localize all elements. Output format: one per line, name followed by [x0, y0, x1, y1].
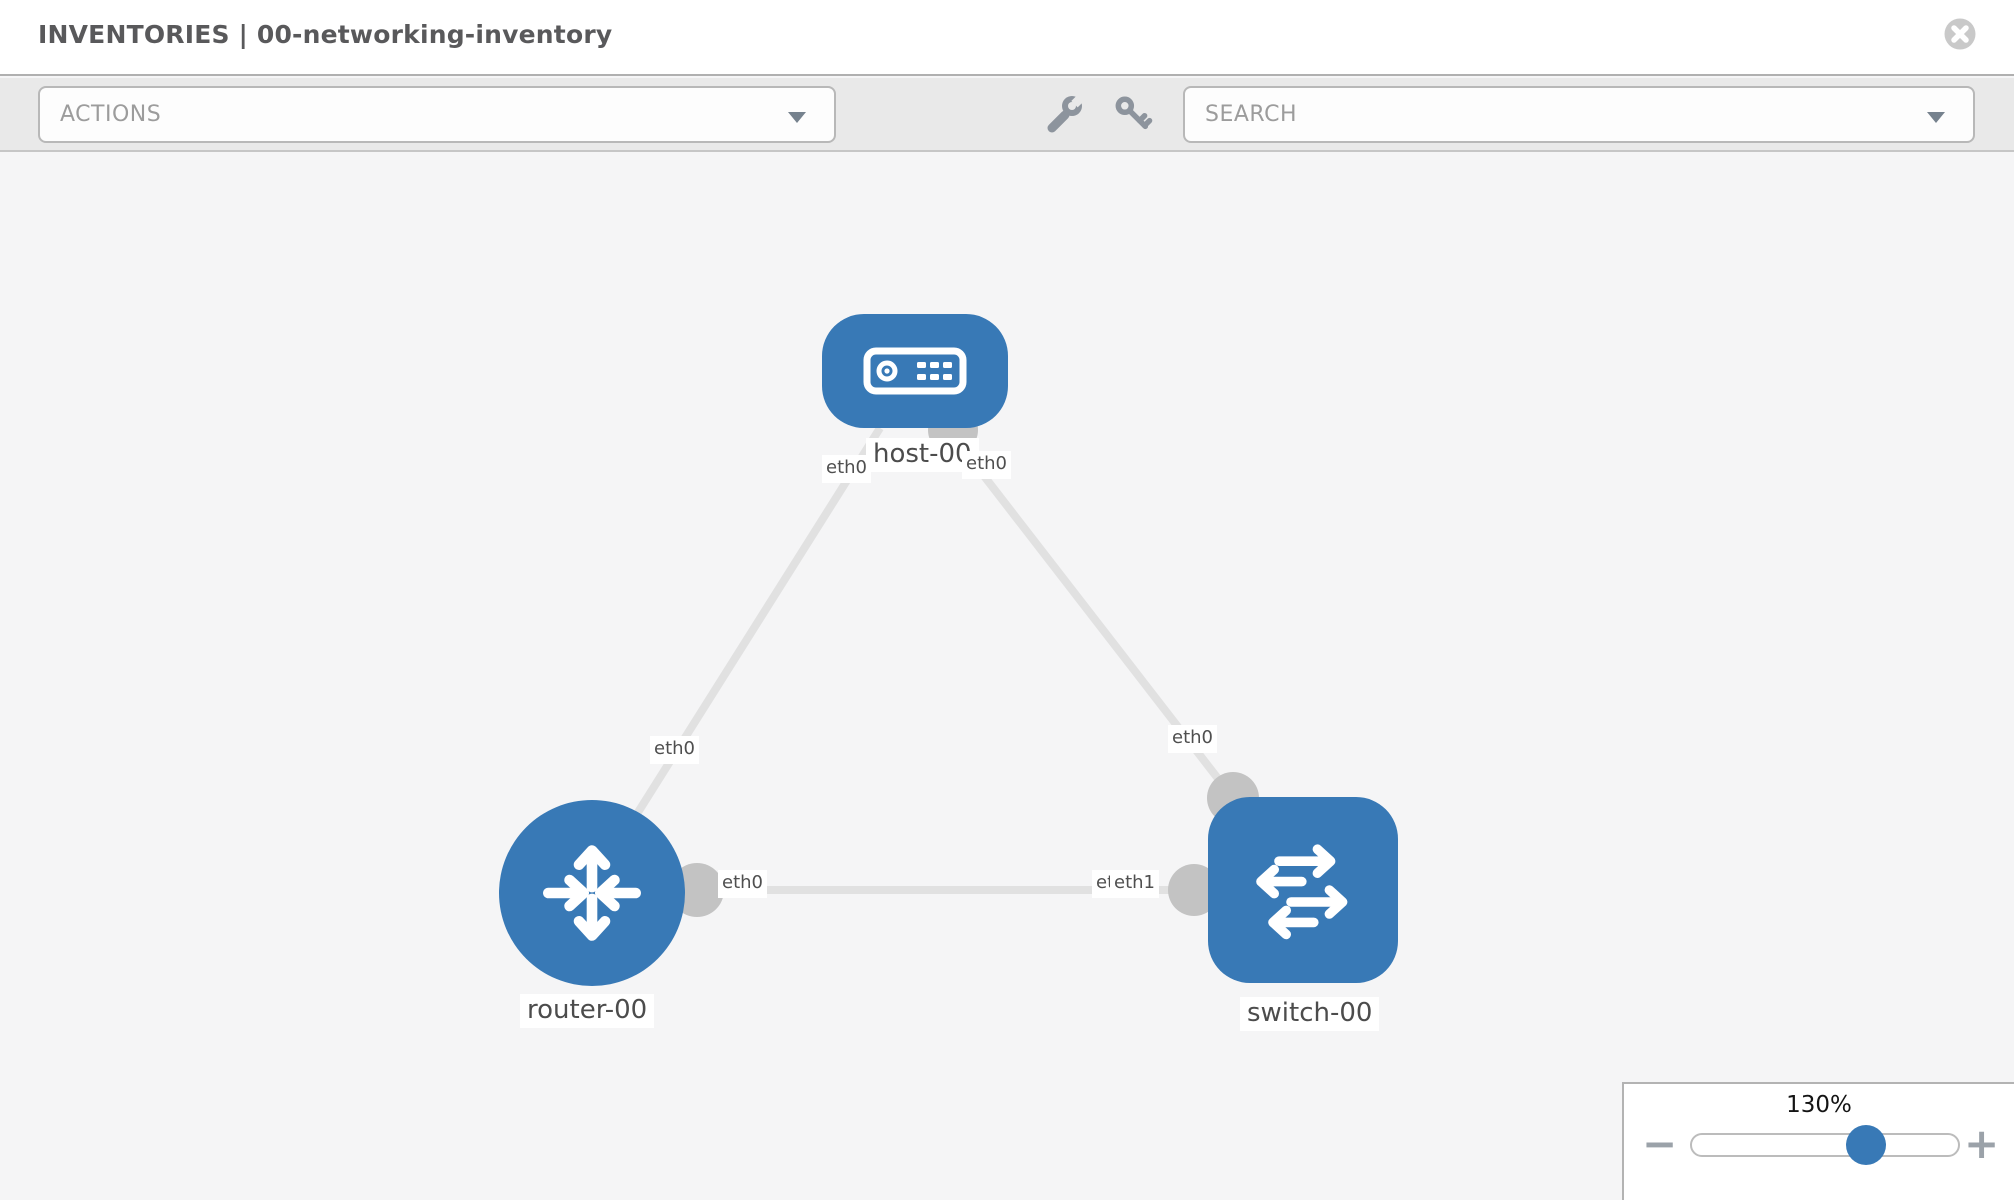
toolbar: ACTIONS SEARCH: [0, 78, 2014, 152]
node-label-switch: switch-00: [1240, 997, 1380, 1031]
interface-label: eth0: [822, 455, 871, 483]
wrench-icon: [1047, 89, 1089, 133]
actions-dropdown-label: ACTIONS: [60, 102, 162, 127]
interface-dot-switch-left: [1168, 864, 1220, 916]
zoom-level-value: 130%: [1786, 1092, 1852, 1118]
node-router-00[interactable]: [499, 800, 685, 986]
search-dropdown[interactable]: SEARCH: [1183, 86, 1975, 143]
switch-icon: [1256, 844, 1348, 940]
interface-label: eth0: [650, 736, 699, 764]
router-icon: [543, 845, 641, 941]
link-host-router: [626, 425, 884, 828]
interface-label: eth0: [962, 451, 1011, 479]
close-button[interactable]: [1943, 17, 1977, 51]
configure-tools-button[interactable]: [1043, 89, 1089, 137]
window-header: INVENTORIES | 00-networking-inventory: [0, 0, 2014, 76]
actions-dropdown[interactable]: ACTIONS: [38, 86, 836, 143]
zoom-out-button[interactable]: −: [1642, 1114, 1677, 1174]
key-icon: [1115, 96, 1153, 130]
search-dropdown-label: SEARCH: [1205, 102, 1298, 127]
zoom-slider-knob[interactable]: [1846, 1125, 1886, 1165]
node-host-00[interactable]: [822, 314, 1008, 428]
zoom-in-button[interactable]: +: [1964, 1114, 1999, 1174]
zoom-control-panel: 130% − +: [1622, 1082, 2014, 1200]
topology-canvas[interactable]: host-00 router-00 switch-00 eth0 eth0 et…: [0, 80, 2014, 1200]
node-label-host: host-00: [866, 438, 979, 472]
close-icon: [1944, 18, 1976, 50]
node-label-router: router-00: [520, 994, 655, 1028]
credentials-key-button[interactable]: [1112, 93, 1156, 137]
chevron-down-icon: [1927, 112, 1945, 123]
host-icon: [863, 347, 967, 395]
node-switch-00[interactable]: [1208, 797, 1398, 983]
interface-label: eth0: [1168, 725, 1217, 753]
page-title: INVENTORIES | 00-networking-inventory: [38, 20, 613, 49]
zoom-slider-track[interactable]: [1690, 1133, 1960, 1157]
chevron-down-icon: [788, 112, 806, 123]
interface-label: eth0: [718, 870, 767, 898]
interface-label: eth1: [1110, 870, 1159, 898]
